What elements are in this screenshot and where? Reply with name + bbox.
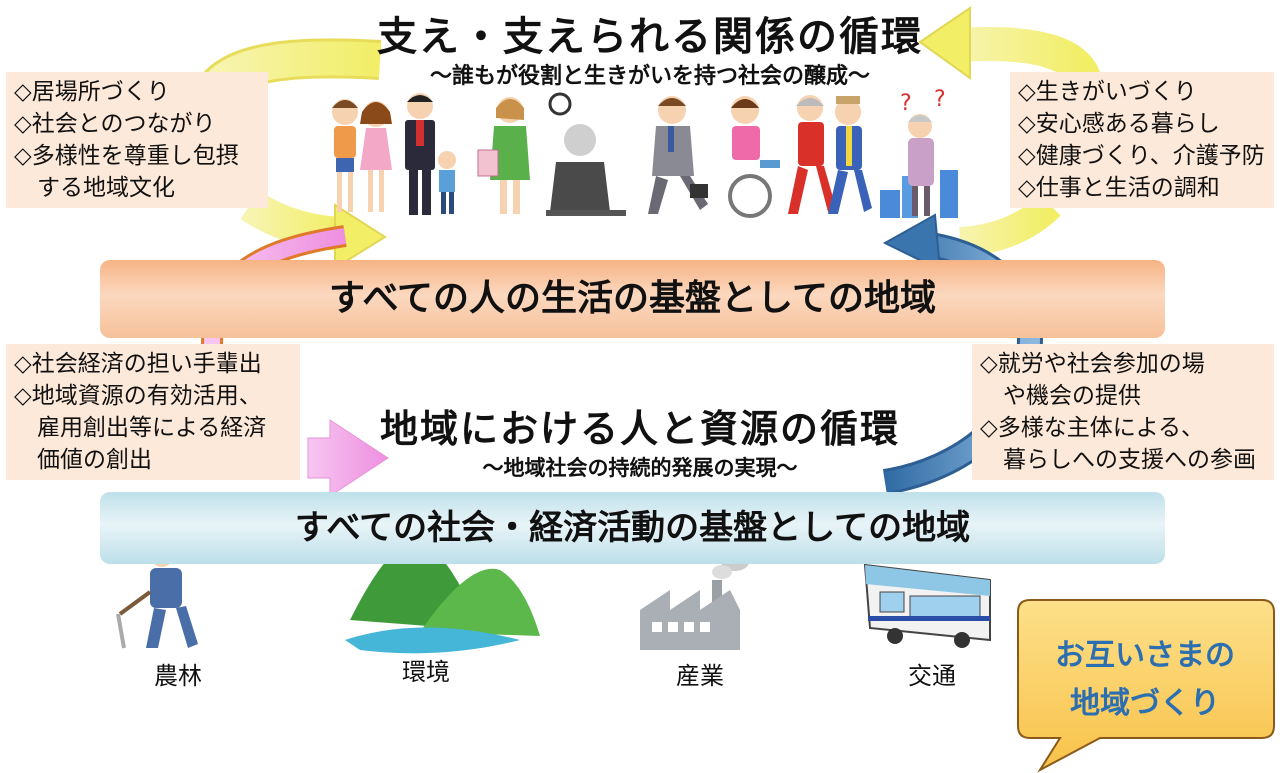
- right-top-benefits-box: ◇生きがいづくり ◇安心感ある暮らし ◇健康づくり、介護予防 ◇仕事と生活の調和: [1010, 72, 1274, 208]
- bus-transport-icon: [863, 563, 991, 648]
- father-and-child-figure: [405, 93, 456, 215]
- list-item: する地域文化: [37, 175, 175, 201]
- svg-text:?: ?: [934, 87, 946, 112]
- list-item: ◇社会とのつながり: [14, 111, 216, 137]
- people-illustrations: ? ?: [332, 87, 958, 218]
- girl-figure: [360, 101, 392, 212]
- factory-industry-icon: [640, 553, 749, 650]
- sector-label-environment: 環境: [402, 658, 450, 686]
- sector-label-agriculture: 農林: [154, 662, 202, 690]
- elderly-couple-figure: [788, 95, 872, 214]
- list-item: ◇居場所づくり: [14, 79, 170, 105]
- yellow-cycle-arrow-right: [958, 194, 1061, 257]
- boy-figure: [332, 99, 358, 212]
- middle-cycle-subtitle: ～地域社会の持続的発展の実現～: [482, 456, 798, 480]
- list-item: 雇用創出等による経済: [37, 415, 267, 441]
- right-mid-contributions-box: ◇就労や社会参加の場 や機会の提供 ◇多様な主体による、 暮らしへの支援への参画: [972, 344, 1274, 480]
- list-item: 暮らしへの支援への参画: [1003, 447, 1256, 473]
- bubble-line-1: お互いさまの: [1055, 638, 1235, 673]
- businessman-figure: [648, 96, 708, 214]
- list-item: ◇多様な主体による、: [980, 415, 1204, 441]
- life-foundation-band: すべての人の生活の基盤としての地域: [100, 260, 1165, 338]
- speech-bubble: [1017, 599, 1275, 773]
- left-mid-contributions-box: ◇社会経済の担い手輩出 ◇地域資源の有効活用、 雇用創出等による経済 価値の創出: [6, 344, 300, 480]
- list-item: 価値の創出: [37, 447, 152, 473]
- sector-label-industry: 産業: [676, 662, 724, 690]
- pink-right-arrow: [307, 419, 389, 497]
- list-item: ◇地域資源の有効活用、: [14, 383, 262, 409]
- wheelchair-user-figure: [728, 96, 780, 218]
- list-item: ◇健康づくり、介護予防: [1018, 143, 1265, 169]
- middle-cycle-title: 地域における人と資源の循環: [379, 407, 900, 451]
- economy-foundation-band: すべての社会・経済活動の基盤としての地域: [100, 492, 1165, 564]
- svg-text:?: ?: [900, 91, 912, 116]
- top-cycle-subtitle: ～誰もが役割と生きがいを持つ社会の醸成～: [429, 64, 870, 89]
- list-item: ◇多様性を尊重し包摂: [14, 143, 239, 169]
- shopping-woman-figure: [477, 97, 530, 214]
- mountains-environment-icon: [345, 540, 540, 654]
- stressed-man-figure: [546, 92, 626, 216]
- list-item: ◇生きがいづくり: [1018, 79, 1197, 105]
- list-item: ◇就労や社会参加の場: [980, 351, 1205, 377]
- list-item: ◇安心感ある暮らし: [1018, 111, 1220, 137]
- sector-label-transport: 交通: [908, 662, 956, 690]
- bubble-slogan: お互いさまの 地域づくり: [1030, 632, 1260, 728]
- bubble-line-2: 地域づくり: [1070, 686, 1220, 721]
- list-item: ◇仕事と生活の調和: [1018, 175, 1220, 201]
- confused-elderly-woman-figure: ? ?: [880, 87, 958, 218]
- left-top-benefits-box: ◇居場所づくり ◇社会とのつながり ◇多様性を尊重し包摂 する地域文化: [6, 72, 268, 208]
- list-item: や機会の提供: [1003, 383, 1141, 409]
- top-cycle-title: 支え・支えられる関係の循環: [377, 14, 923, 60]
- list-item: ◇社会経済の担い手輩出: [14, 351, 262, 377]
